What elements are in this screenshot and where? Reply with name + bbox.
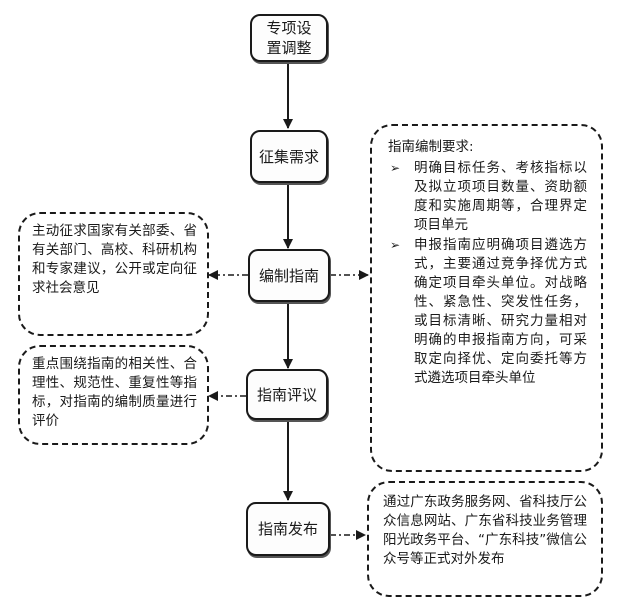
requirement-bullet-2: ➢ 申报指南应明确项目遴选方式，主要通过竞争择优方式确定项目牵头单位。对战略性、… [388, 236, 587, 388]
note-solicit-opinions: 主动征求国家有关部委、省有关部门、高校、科研机构和专家建议，公开或定向征求社会意… [18, 212, 209, 336]
arrowhead-bullet-icon: ➢ [390, 238, 401, 252]
requirement-bullet-2-text: 申报指南应明确项目遴选方式，主要通过竞争择优方式确定项目牵头单位。对战略性、紧急… [414, 237, 587, 386]
step-box-review-guide: 指南评议 [246, 369, 328, 420]
requirement-bullet-1: ➢ 明确目标任务、考核指标以及拟立项项目数量、资助额度和实施周期等，合理界定项目… [388, 159, 587, 235]
note-review-text: 重点围绕指南的相关性、合理性、规范性、重复性等指标，对指南的编制质量进行评价 [32, 356, 197, 429]
requirement-bullet-1-text: 明确目标任务、考核指标以及拟立项项目数量、资助额度和实施周期等，合理界定项目单元 [414, 160, 587, 233]
arrowhead-bullet-icon: ➢ [390, 161, 401, 175]
step-label-publish-guide: 指南发布 [257, 520, 318, 538]
step-box-collect-needs: 征集需求 [250, 130, 328, 183]
step-box-publish-guide: 指南发布 [246, 502, 330, 556]
note-publish-text: 通过广东政务服务网、省科技厅公众信息网站、广东省科技业务管理阳光政务平台、“广东… [383, 494, 587, 567]
note-review-criteria: 重点围绕指南的相关性、合理性、规范性、重复性等指标，对指南的编制质量进行评价 [18, 345, 209, 445]
step-label-compile-guide: 编制指南 [258, 266, 319, 285]
note-publish-channels: 通过广东政务服务网、省科技厅公众信息网站、广东省科技业务管理阳光政务平台、“广东… [367, 481, 603, 597]
step-box-compile-guide: 编制指南 [248, 249, 330, 302]
step-label-project-setup: 专项设置调整 [266, 19, 312, 57]
step-label-collect-needs: 征集需求 [258, 147, 319, 166]
note-requirements-title: 指南编制要求: [388, 139, 474, 155]
note-solicit-text: 主动征求国家有关部委、省有关部门、高校、科研机构和专家建议，公开或定向征求社会意… [32, 223, 197, 296]
step-box-project-setup: 专项设置调整 [250, 14, 328, 62]
note-guide-requirements: 指南编制要求: ➢ 明确目标任务、考核指标以及拟立项项目数量、资助额度和实施周期… [370, 124, 603, 472]
step-label-review-guide: 指南评议 [256, 385, 317, 404]
